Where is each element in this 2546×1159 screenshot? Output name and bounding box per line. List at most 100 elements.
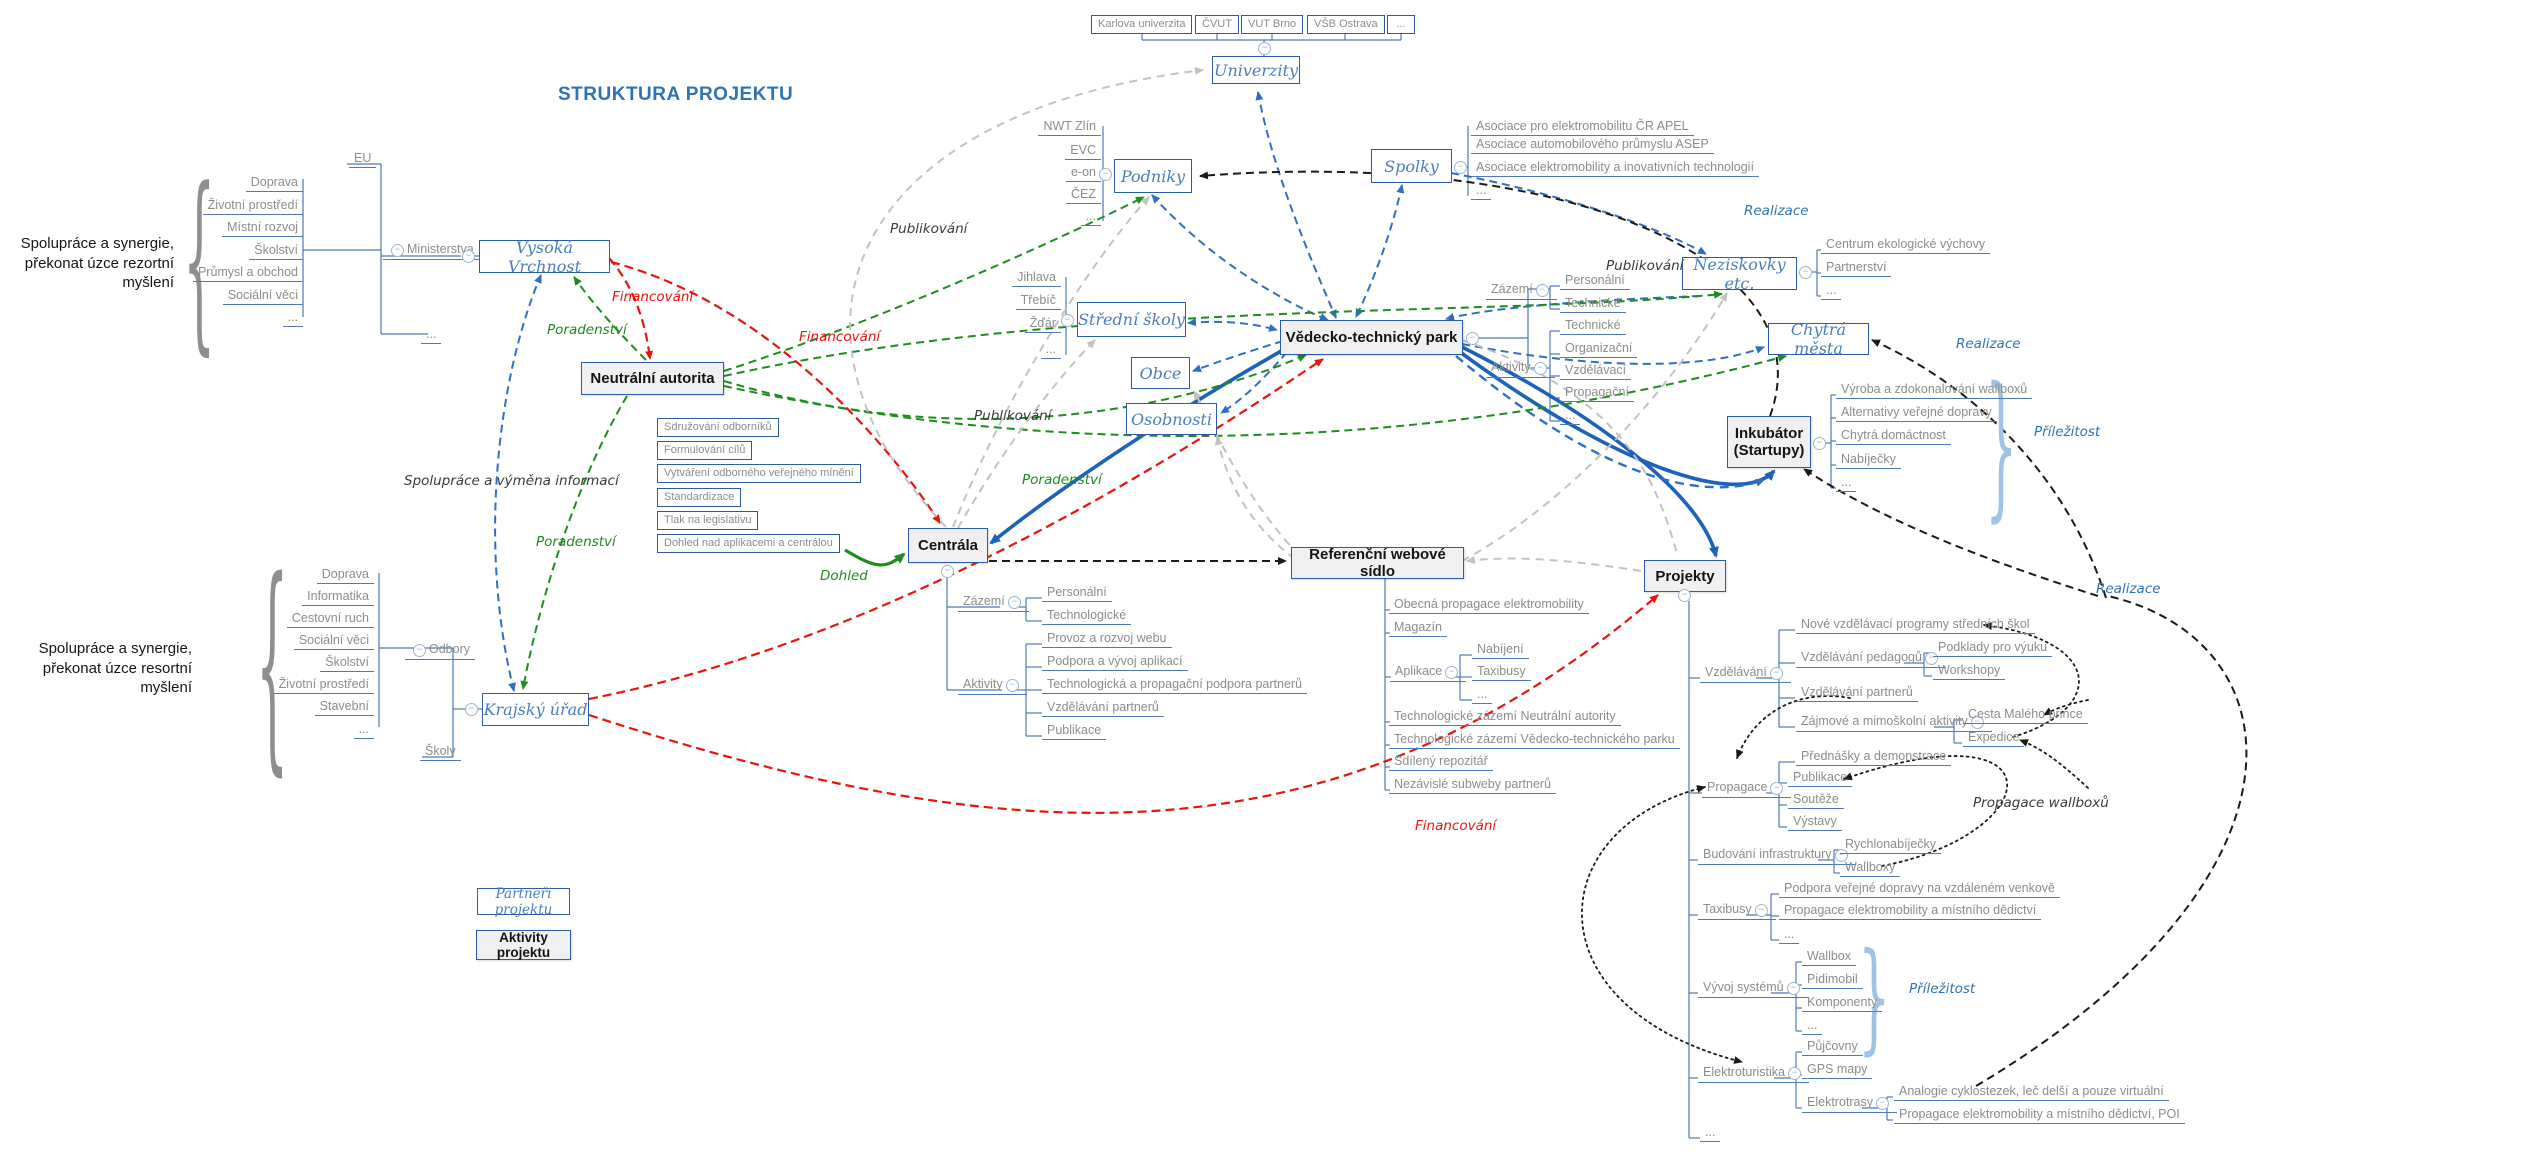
leaf-alternativy-dopravy[interactable]: Alternativy veřejné dopravy [1836, 405, 1997, 422]
leaf-taxibusy-more[interactable]: ... [1779, 927, 1800, 944]
collapse-icon[interactable]: − [1535, 284, 1549, 297]
leaf-chytra-domactnost[interactable]: Chytrá domáctnost [1836, 428, 1951, 445]
collapse-icon[interactable]: − [465, 703, 478, 716]
leaf-provoz-rozvoj-webu[interactable]: Provoz a rozvoj webu [1042, 631, 1172, 648]
group-propagace[interactable]: Propagace− [1702, 780, 1792, 798]
leaf-sdruzovani-odborniku[interactable]: Sdružování odborníků [657, 418, 779, 437]
leaf-vtp-personalni[interactable]: Personální [1560, 273, 1630, 290]
leaf-vzdelavani-partneru[interactable]: Vzdělávání partnerů [1796, 685, 1918, 702]
collapse-icon[interactable]: − [1813, 437, 1826, 450]
collapse-icon[interactable]: − [1466, 332, 1479, 345]
leaf-odb-skolstvi[interactable]: Školství [320, 655, 374, 672]
node-spolky[interactable]: Spolky [1371, 149, 1452, 183]
leaf-nabijecky[interactable]: Nabíječky [1836, 452, 1901, 469]
node-krajsky-urad[interactable]: Krajský úřad [482, 693, 589, 726]
leaf-min-socialni-veci[interactable]: Sociální věci [222, 288, 303, 305]
leaf-skoly[interactable]: Školy [420, 744, 461, 761]
collapse-icon[interactable]: − [462, 250, 475, 263]
leaf-karlova-univerzita[interactable]: Karlova univerzita [1091, 15, 1193, 34]
leaf-min-prumysl-obchod[interactable]: Průmysl a obchod [192, 265, 303, 282]
node-neziskovky[interactable]: Neziskovky etc. [1682, 255, 1797, 293]
leaf-vystavy[interactable]: Výstavy [1788, 814, 1842, 831]
collapse-icon[interactable]: − [1970, 716, 1984, 729]
leaf-dohled-nad-aplikacemi[interactable]: Dohled nad aplikacemi a centrálou [657, 534, 840, 553]
collapse-icon[interactable]: − [1799, 266, 1812, 279]
group-vtp-zazemi[interactable]: Zázemí− [1486, 282, 1557, 300]
collapse-icon[interactable]: − [1678, 589, 1691, 602]
group-vyvoj-systemu[interactable]: Vývoj systémů− [1698, 980, 1808, 998]
leaf-souteze[interactable]: Soutěže [1788, 792, 1844, 809]
leaf-zdar[interactable]: Žďár [1024, 316, 1061, 333]
leaf-podniky-more[interactable]: ... [1080, 209, 1101, 226]
node-referencni-webove-sidlo[interactable]: Referenční webové sídlo [1291, 546, 1464, 580]
node-vedecko-technicky-park[interactable]: Vědecko-technický park [1280, 320, 1463, 355]
leaf-centrala-publikace[interactable]: Publikace [1042, 723, 1107, 740]
leaf-nezavisle-subweby[interactable]: Nezávislé subweby partnerů [1389, 777, 1557, 794]
leaf-technologicka-propagacni-podpora[interactable]: Technologická a propagační podpora partn… [1042, 677, 1308, 694]
collapse-icon[interactable]: − [1769, 667, 1783, 680]
group-budovani-infrastruktury[interactable]: Budování infrastruktury− [1698, 847, 1856, 865]
leaf-spolky-more[interactable]: ... [1471, 183, 1492, 200]
leaf-vyvoj-more[interactable]: ... [1802, 1018, 1823, 1035]
leaf-asep[interactable]: Asociace automobilového průmyslu ASEP [1471, 137, 1714, 154]
leaf-standardizace[interactable]: Standardizace [657, 488, 742, 507]
collapse-icon[interactable]: − [1061, 314, 1074, 327]
leaf-cesta-maleho-prince[interactable]: Cesta Malého prince [1963, 707, 2088, 724]
node-univerzity[interactable]: Univerzity [1212, 56, 1300, 84]
collapse-icon[interactable]: − [413, 644, 426, 657]
legend-aktivity-projektu[interactable]: Aktivity projektu [476, 930, 571, 960]
leaf-app-taxibusy[interactable]: Taxibusy [1472, 664, 1531, 681]
leaf-odb-zivotni-prostredi[interactable]: Životní prostředí [273, 677, 374, 694]
leaf-podpora-vyvoj-aplikaci[interactable]: Podpora a vývoj aplikací [1042, 654, 1188, 671]
leaf-partnerstvi[interactable]: Partnerství [1821, 260, 1892, 277]
leaf-asociace-elektromobility[interactable]: Asociace elektromobility a inovativních … [1471, 160, 1759, 177]
group-aplikace[interactable]: Aplikace− [1390, 664, 1467, 682]
group-odbory[interactable]: −Odbory [405, 642, 475, 660]
leaf-tlak-na-legislativu[interactable]: Tlak na legislativu [657, 511, 759, 530]
leaf-podklady-pro-vyuku[interactable]: Podklady pro výuku [1933, 640, 2053, 657]
leaf-vtp-propagacni[interactable]: Propagační [1560, 385, 1634, 402]
leaf-odb-cestovni-ruch[interactable]: Cestovní ruch [286, 611, 374, 628]
collapse-icon[interactable]: − [1005, 679, 1019, 692]
leaf-centrala-personalni[interactable]: Personální [1042, 585, 1112, 602]
group-vzdelavani[interactable]: Vzdělávání− [1700, 665, 1791, 683]
leaf-gps-mapy[interactable]: GPS mapy [1802, 1062, 1873, 1079]
leaf-vyroba-wallboxu[interactable]: Výroba a zdokonalování wallboxů [1836, 382, 2033, 399]
leaf-workshopy[interactable]: Workshopy [1933, 663, 2006, 680]
collapse-icon[interactable]: − [1787, 1067, 1801, 1080]
leaf-odb-socialni-veci[interactable]: Sociální věci [293, 633, 374, 650]
collapse-icon[interactable]: − [1258, 42, 1271, 55]
leaf-obecna-propagace[interactable]: Obecná propagace elektromobility [1389, 597, 1589, 614]
leaf-centrum-ekologicke-vychovy[interactable]: Centrum ekologické výchovy [1821, 237, 1991, 254]
leaf-vtp-vzdelavaci[interactable]: Vzdělávací [1560, 363, 1632, 380]
node-chytra-mesta[interactable]: Chytrá města [1768, 320, 1869, 358]
node-osobnosti[interactable]: Osobnosti [1126, 403, 1217, 435]
leaf-projekty-more[interactable]: ... [1700, 1125, 1721, 1142]
leaf-odb-doprava[interactable]: Doprava [316, 567, 374, 584]
leaf-jihlava[interactable]: Jihlava [1012, 270, 1061, 287]
leaf-ministerstva-more[interactable]: ... [421, 327, 442, 344]
leaf-komponenty[interactable]: Komponenty [1802, 995, 1883, 1012]
node-stredni-skoly[interactable]: Střední školy [1077, 302, 1186, 337]
collapse-icon[interactable]: − [1834, 849, 1848, 862]
leaf-inkubator-more[interactable]: ... [1836, 475, 1857, 492]
leaf-eu[interactable]: EU [349, 151, 377, 168]
group-elektroturistika[interactable]: Elektroturistika− [1698, 1065, 1809, 1083]
leaf-rychlonabijecky[interactable]: Rychlonabíječky [1840, 837, 1942, 854]
leaf-pujcovny[interactable]: Půjčovny [1802, 1039, 1863, 1056]
node-projekty[interactable]: Projekty [1644, 560, 1726, 592]
collapse-icon[interactable]: − [941, 565, 954, 578]
leaf-vsb-ostrava[interactable]: VŠB Ostrava [1307, 15, 1385, 34]
leaf-evc[interactable]: EVC [1065, 143, 1101, 160]
leaf-min-mistni-rozvoj[interactable]: Místní rozvoj [222, 220, 303, 237]
leaf-min-zivotni-prostredi[interactable]: Životní prostředí [202, 198, 303, 215]
group-vtp-aktivity[interactable]: Aktivity− [1486, 360, 1555, 378]
leaf-univerzity-more[interactable]: ... [1387, 15, 1415, 34]
leaf-wallboxy[interactable]: Wallboxy [1840, 860, 1901, 877]
leaf-analogie-cyklostezek[interactable]: Analogie cyklostezek, leč delší a pouze … [1894, 1084, 2169, 1101]
node-obce[interactable]: Obce [1131, 357, 1190, 389]
leaf-vtp-organizacni[interactable]: Organizační [1560, 341, 1638, 358]
group-ministerstva[interactable]: −Ministerstva [383, 242, 479, 260]
leaf-propagace-publikace[interactable]: Publikace [1788, 770, 1853, 787]
group-vzdelavani-pedagogu[interactable]: Vzdělávání pedagogů− [1796, 650, 1946, 668]
